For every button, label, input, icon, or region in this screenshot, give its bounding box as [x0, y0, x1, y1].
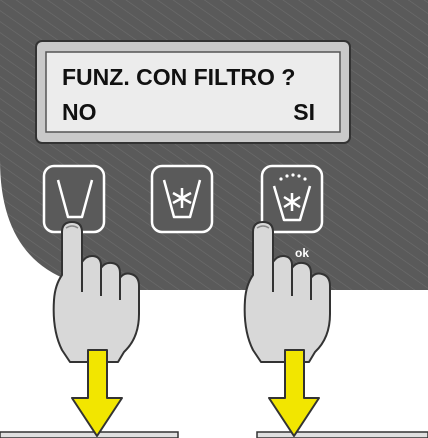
cup-star-dots-icon — [272, 185, 312, 222]
down-arrow-left-icon — [71, 349, 123, 437]
hand-pressing-ok-button-icon — [243, 221, 331, 363]
hand-pressing-left-button-icon — [52, 221, 140, 363]
cup-star-icon — [162, 179, 202, 219]
empty-cup-icon — [56, 179, 94, 219]
dots-icon — [279, 173, 307, 181]
down-arrow-right-icon — [268, 349, 320, 437]
lcd-option-no: NO — [62, 99, 97, 125]
button-cup-star[interactable] — [150, 164, 214, 234]
button-ok[interactable]: ok — [260, 164, 324, 260]
lcd-line-1: FUNZ. CON FILTRO ? — [62, 64, 295, 90]
base-plate-left — [0, 431, 179, 438]
lcd-display: FUNZ. CON FILTRO ? NO SI — [35, 40, 351, 144]
lcd-option-si: SI — [293, 99, 315, 125]
base-plate-right — [256, 431, 428, 438]
ok-label: ok — [295, 246, 309, 260]
